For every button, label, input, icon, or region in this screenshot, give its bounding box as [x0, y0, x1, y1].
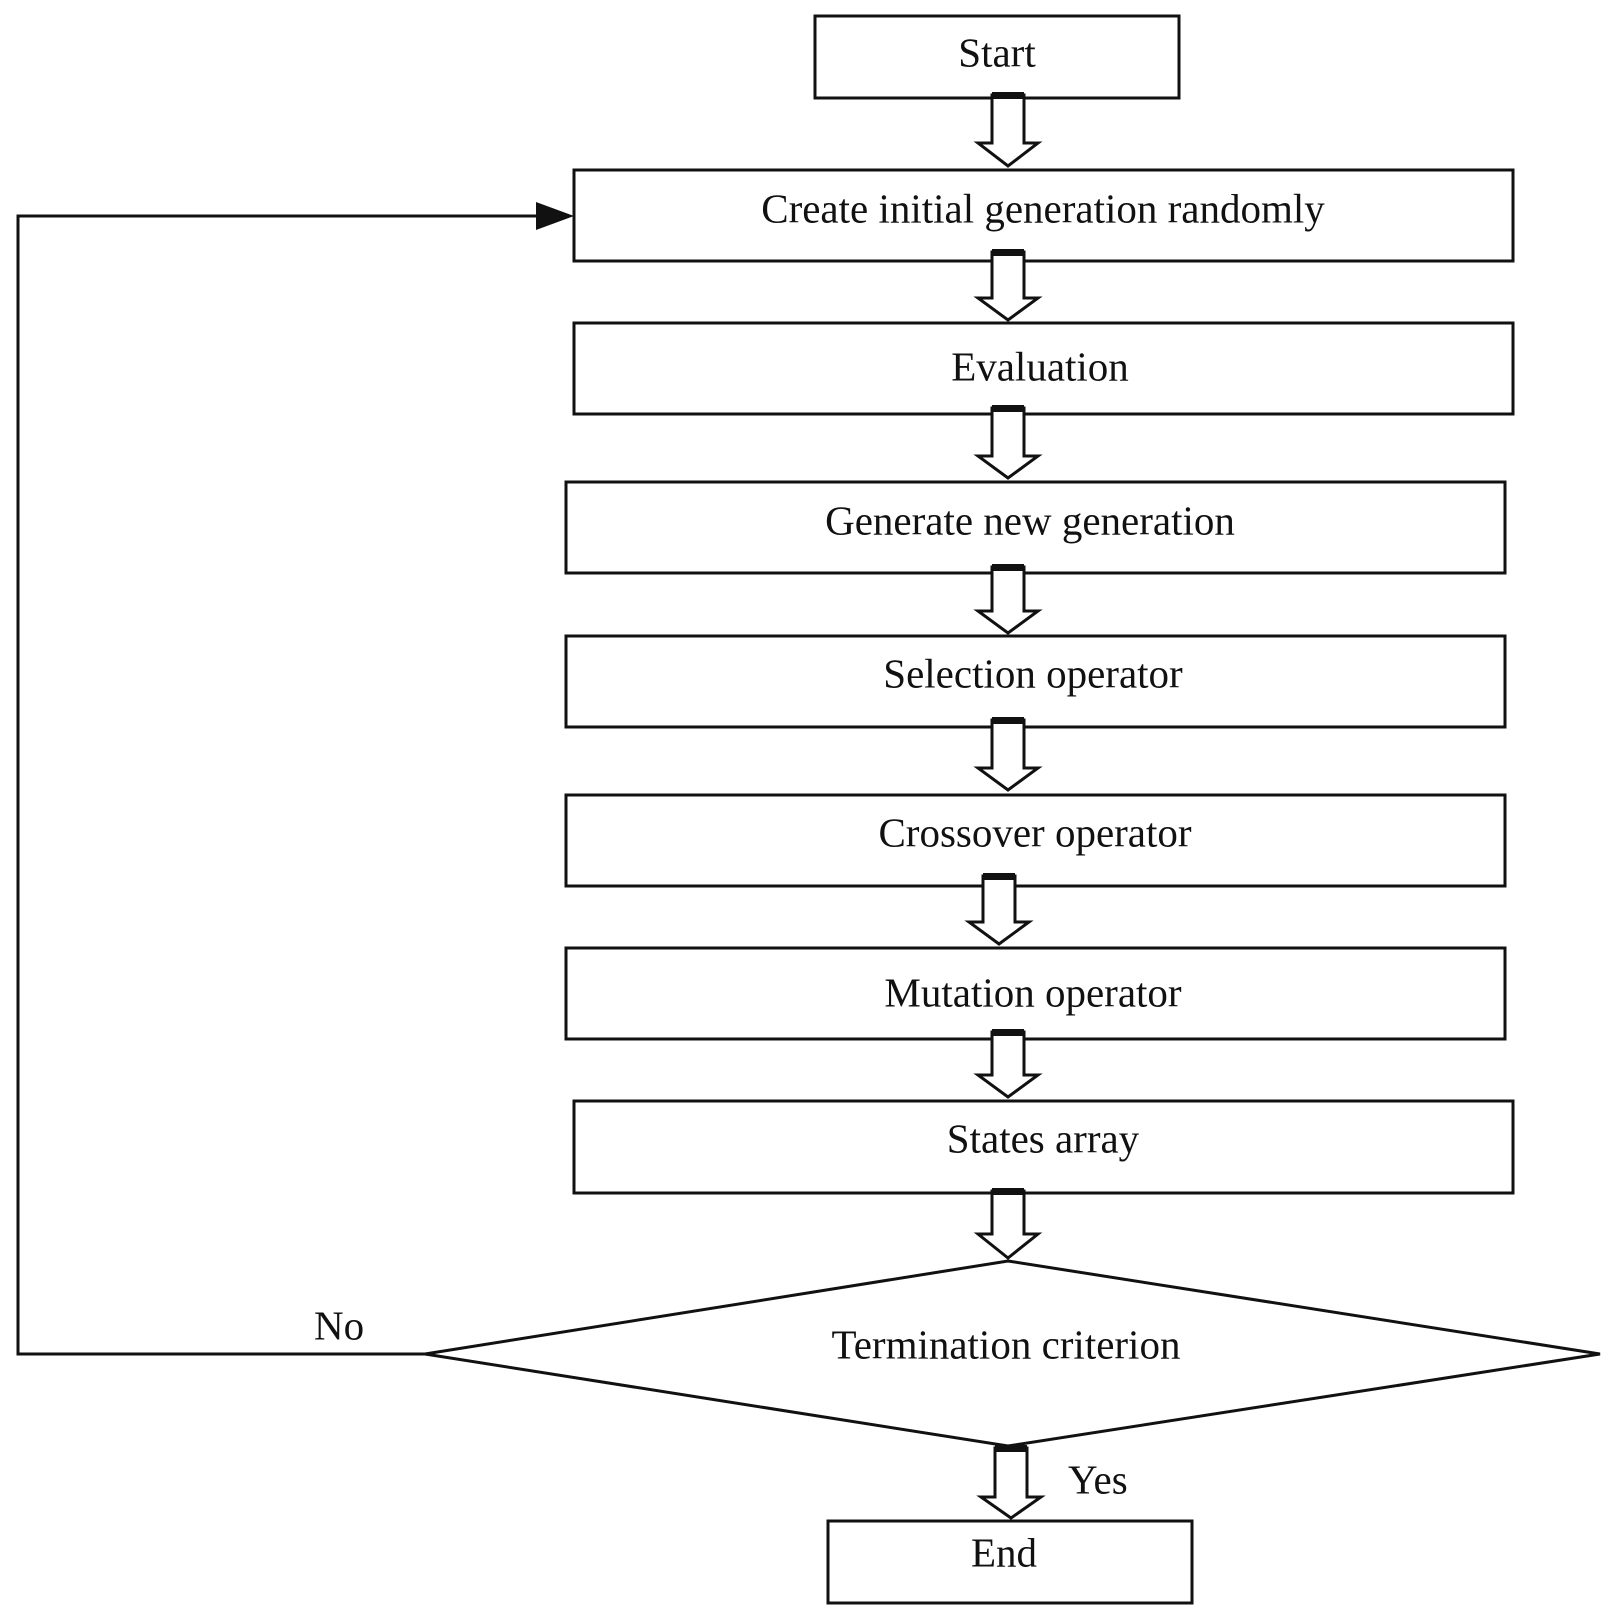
flow-arrow-yes [976, 1445, 1046, 1520]
down-arrow-icon [973, 565, 1043, 635]
step-start-label: Start [958, 29, 1036, 75]
step-crossover-label: Crossover operator [878, 809, 1191, 855]
flow-arrow-7 [973, 1029, 1043, 1099]
down-arrow-icon [973, 1030, 1043, 1099]
step-states-label: States array [947, 1115, 1140, 1161]
step-mutation-operator: Mutation operator [564, 946, 1507, 1041]
flow-arrow-4 [973, 564, 1043, 635]
step-crossover-operator: Crossover operator [564, 793, 1507, 888]
step-end-label: End [971, 1529, 1037, 1575]
down-arrow-icon [973, 250, 1043, 322]
step-states-array: States array [572, 1099, 1515, 1195]
step-selection-operator: Selection operator [564, 634, 1507, 729]
step-create-initial-generation: Create initial generation randomly [572, 168, 1515, 263]
down-arrow-icon [973, 406, 1043, 480]
step-start: Start [813, 14, 1181, 100]
step-end: End [826, 1519, 1194, 1605]
step-create-label: Create initial generation randomly [761, 185, 1325, 231]
yes-branch-label: Yes [1068, 1456, 1128, 1502]
flow-arrow-5 [973, 717, 1043, 792]
no-branch-label: No [314, 1302, 364, 1348]
step-generate-new-generation: Generate new generation [564, 480, 1507, 575]
step-selection-label: Selection operator [883, 650, 1183, 696]
down-arrow-icon [973, 93, 1043, 168]
step-mutation-label: Mutation operator [884, 969, 1182, 1015]
flow-arrow-2 [973, 249, 1043, 322]
step-evaluation: Evaluation [572, 321, 1515, 416]
flow-arrow-6 [964, 873, 1034, 946]
step-evaluation-label: Evaluation [951, 343, 1129, 389]
down-arrow-icon [973, 718, 1043, 792]
flow-arrow-1 [973, 92, 1043, 168]
flow-arrow-8 [973, 1188, 1043, 1260]
flow-arrow-3 [973, 405, 1043, 480]
decision-termination-criterion: Termination criterion [424, 1259, 1601, 1448]
down-arrow-icon [973, 1189, 1043, 1260]
down-arrow-icon [964, 874, 1034, 946]
down-arrow-icon [976, 1446, 1046, 1520]
decision-label: Termination criterion [832, 1321, 1181, 1367]
step-generate-label: Generate new generation [825, 497, 1235, 543]
loop-arrowhead-icon [536, 202, 574, 230]
no-loop-connector [16, 202, 574, 1356]
